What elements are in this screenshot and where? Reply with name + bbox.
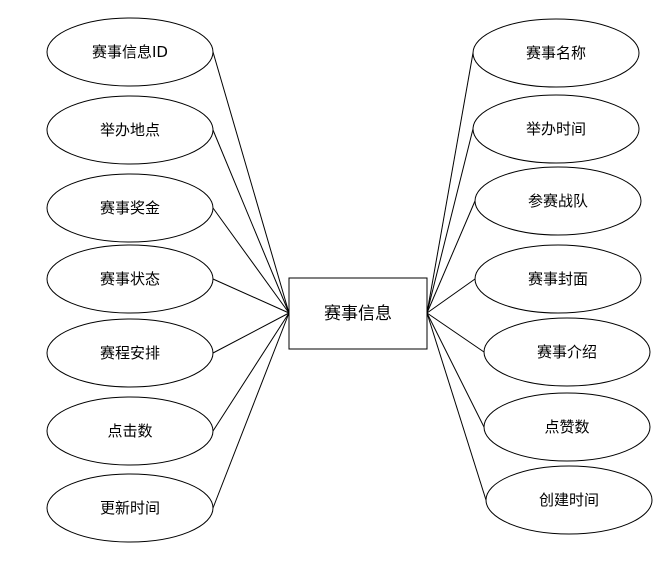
attribute-ellipse bbox=[483, 317, 651, 387]
entity-box: 赛事信息 bbox=[288, 277, 428, 350]
right-attribute-1: 举办时间 bbox=[472, 94, 640, 164]
attribute-ellipse bbox=[46, 95, 214, 165]
right-connector-3 bbox=[426, 278, 476, 314]
right-attribute-5: 点赞数 bbox=[483, 392, 651, 462]
left-attribute-4: 赛程安排 bbox=[46, 318, 214, 388]
right-connector-5 bbox=[426, 312, 485, 428]
attribute-label: 赛事信息ID bbox=[92, 43, 168, 61]
right-attribute-2: 参赛战队 bbox=[474, 166, 642, 236]
attribute-label: 赛程安排 bbox=[100, 344, 160, 362]
attribute-label: 赛事名称 bbox=[526, 44, 586, 62]
attribute-label: 更新时间 bbox=[100, 499, 160, 517]
right-attribute-4: 赛事介绍 bbox=[483, 317, 651, 387]
attribute-ellipse bbox=[46, 473, 214, 543]
left-connector-4 bbox=[212, 312, 290, 354]
left-connector-5 bbox=[212, 312, 290, 432]
attribute-label: 创建时间 bbox=[539, 491, 599, 509]
left-connector-1 bbox=[212, 129, 290, 314]
right-connector-1 bbox=[426, 128, 474, 314]
attribute-label: 赛事状态 bbox=[100, 270, 160, 288]
attribute-ellipse bbox=[46, 318, 214, 388]
attribute-label: 举办时间 bbox=[526, 120, 586, 138]
right-connector-2 bbox=[426, 200, 476, 314]
left-connector-3 bbox=[212, 278, 290, 314]
right-connector-4 bbox=[426, 312, 485, 353]
attribute-label: 参赛战队 bbox=[528, 192, 588, 210]
right-attribute-0: 赛事名称 bbox=[472, 18, 640, 88]
left-attribute-1: 举办地点 bbox=[46, 95, 214, 165]
attribute-ellipse bbox=[474, 166, 642, 236]
attribute-ellipse bbox=[46, 244, 214, 314]
right-connector-0 bbox=[426, 52, 474, 314]
attribute-ellipse bbox=[472, 18, 640, 88]
attribute-label: 点击数 bbox=[107, 422, 152, 440]
left-attribute-5: 点击数 bbox=[46, 396, 214, 466]
entity-rect bbox=[288, 277, 428, 350]
attribute-ellipse bbox=[483, 392, 651, 462]
attribute-ellipse bbox=[472, 94, 640, 164]
connector-lines bbox=[212, 51, 487, 509]
attribute-ellipse bbox=[46, 396, 214, 466]
attribute-label: 点赞数 bbox=[544, 418, 589, 436]
attribute-ellipse bbox=[46, 17, 214, 87]
left-connector-6 bbox=[212, 312, 290, 509]
right-connector-6 bbox=[426, 312, 487, 501]
left-attribute-0: 赛事信息ID bbox=[46, 17, 214, 87]
attribute-label: 赛事奖金 bbox=[100, 199, 160, 217]
attribute-label: 赛事封面 bbox=[528, 270, 588, 288]
left-attribute-2: 赛事奖金 bbox=[46, 173, 214, 243]
left-attribute-3: 赛事状态 bbox=[46, 244, 214, 314]
attribute-ellipse bbox=[485, 465, 653, 535]
attribute-label: 举办地点 bbox=[100, 121, 160, 139]
entity-label: 赛事信息 bbox=[324, 303, 392, 324]
right-attribute-6: 创建时间 bbox=[485, 465, 653, 535]
attribute-ellipse bbox=[474, 244, 642, 314]
left-connector-0 bbox=[212, 51, 290, 314]
left-attribute-6: 更新时间 bbox=[46, 473, 214, 543]
right-attribute-3: 赛事封面 bbox=[474, 244, 642, 314]
attribute-label: 赛事介绍 bbox=[537, 343, 597, 361]
left-connector-2 bbox=[212, 207, 290, 314]
attribute-ellipse bbox=[46, 173, 214, 243]
